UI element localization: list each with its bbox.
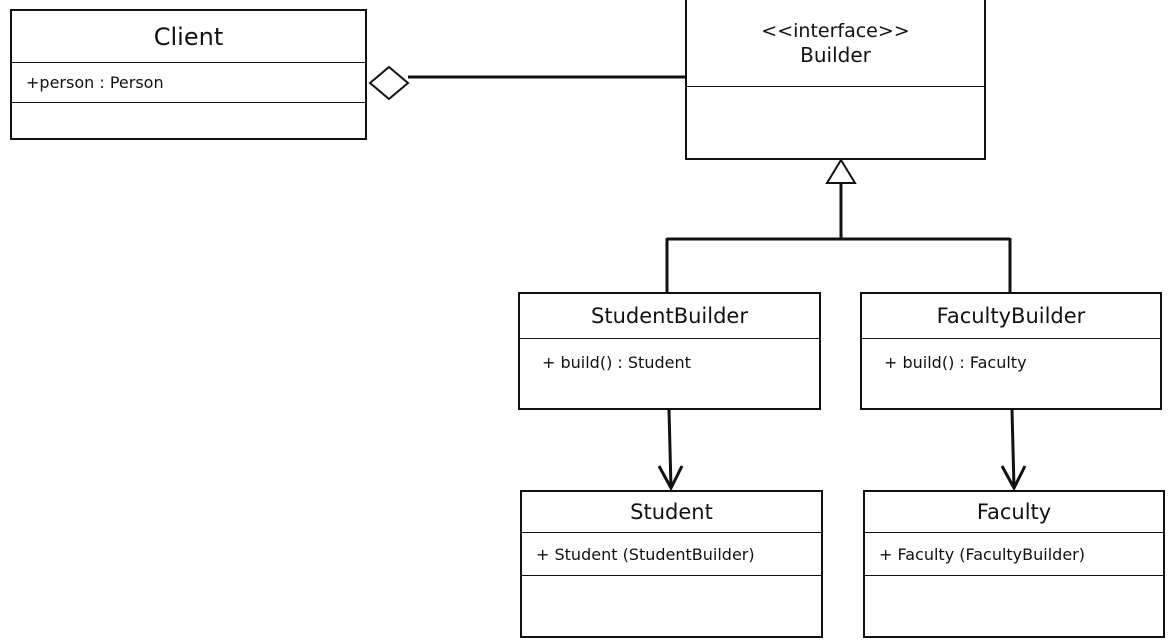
- attribute-item: +person : Person: [26, 73, 164, 92]
- methods-compartment: [865, 576, 1163, 636]
- class-header: StudentBuilder: [520, 294, 819, 339]
- dependency-arrowhead: [657, 465, 684, 492]
- aggregation-diamond: [368, 65, 410, 101]
- methods-compartment: [522, 576, 821, 636]
- methods-compartment: + build() : Student: [520, 339, 819, 385]
- method-item: + Faculty (FacultyBuilder): [879, 544, 1085, 564]
- dependency-studentbuilder-student: [657, 409, 684, 492]
- methods-compartment: [687, 87, 984, 158]
- class-name: StudentBuilder: [591, 304, 748, 328]
- class-name: Builder: [800, 43, 871, 68]
- aggregation-client-builder: [368, 65, 686, 101]
- dependency-arrowhead: [1000, 465, 1027, 492]
- method-item: + build() : Student: [542, 352, 691, 372]
- class-header: Client: [12, 11, 365, 63]
- class-faculty[interactable]: Faculty + Faculty (FacultyBuilder): [863, 490, 1165, 638]
- class-name: FacultyBuilder: [936, 304, 1086, 328]
- class-name: Faculty: [976, 500, 1052, 524]
- attributes-compartment: + Student (StudentBuilder): [522, 533, 821, 576]
- class-header: Faculty: [865, 492, 1163, 533]
- dependency-line: [667, 409, 673, 489]
- dependency-facultybuilder-faculty: [1000, 409, 1027, 492]
- attributes-compartment: + Faculty (FacultyBuilder): [865, 533, 1163, 576]
- realization-triangle: [825, 158, 857, 184]
- stereotype-label: <<interface>>: [761, 19, 910, 42]
- class-header: Student: [522, 492, 821, 533]
- methods-compartment: [12, 103, 365, 138]
- class-name: Client: [153, 22, 224, 51]
- class-faculty-builder[interactable]: FacultyBuilder + build() : Faculty: [860, 292, 1162, 410]
- methods-compartment: + build() : Faculty: [862, 339, 1160, 385]
- interface-builder[interactable]: <<interface>> Builder: [685, 0, 986, 160]
- class-student-builder[interactable]: StudentBuilder + build() : Student: [518, 292, 821, 410]
- class-header: <<interface>> Builder: [687, 0, 984, 87]
- dependency-line: [1010, 409, 1016, 489]
- method-item: + build() : Faculty: [884, 352, 1027, 372]
- method-item: + Student (StudentBuilder): [536, 544, 755, 564]
- class-student[interactable]: Student + Student (StudentBuilder): [520, 490, 823, 638]
- attributes-compartment: +person : Person: [12, 63, 365, 103]
- class-name: Student: [630, 500, 713, 524]
- class-header: FacultyBuilder: [862, 294, 1160, 339]
- realization-builders-builder: [665, 158, 1012, 293]
- class-client[interactable]: Client +person : Person: [10, 9, 367, 140]
